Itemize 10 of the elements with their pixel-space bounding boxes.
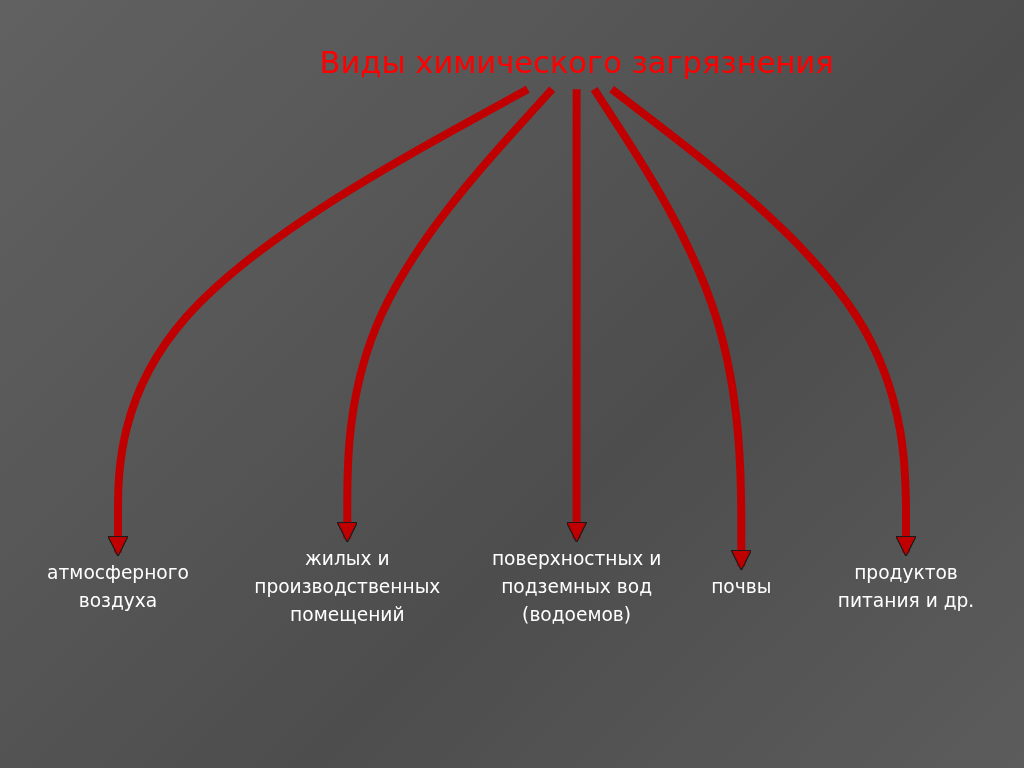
arrow bbox=[590, 86, 752, 571]
node-text: Виды химического загрязнения bbox=[319, 43, 834, 80]
node-text: жилых и производственных помещений bbox=[254, 547, 441, 626]
node-text: почвы bbox=[711, 575, 772, 598]
node-text: продуктов питания и др. bbox=[837, 561, 975, 612]
arrow bbox=[107, 85, 530, 557]
node-text: поверхностных и подземных вод (водоемов) bbox=[491, 547, 662, 626]
arrow bbox=[336, 86, 556, 544]
arrow bbox=[609, 86, 917, 557]
node-text: атмосферного воздуха bbox=[47, 561, 189, 612]
